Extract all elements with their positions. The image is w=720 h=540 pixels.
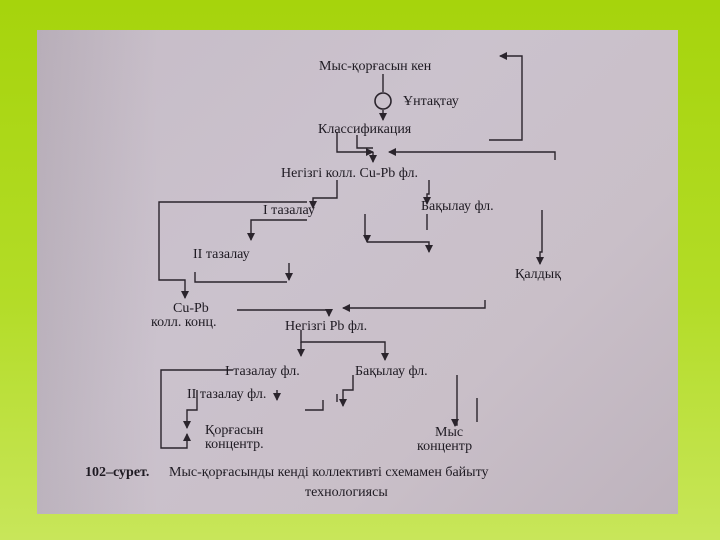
line-bulk-to-main-pb xyxy=(237,309,333,317)
line-return-to-bulk xyxy=(342,300,486,312)
node-cleaning-1: I тазалау xyxy=(263,203,315,218)
line-return-to-main xyxy=(388,148,556,160)
node-main-bulk-flotation: Негізгі колл. Cu-Pb фл. xyxy=(281,166,418,181)
node-copper-conc-line1: Мыс xyxy=(435,425,463,440)
node-ore: Мыс-қорғасын кен xyxy=(319,59,432,74)
flotation-flowsheet: Мыс-қорғасын кен Ұнтақтау Классификация … xyxy=(85,52,561,500)
node-crushing: Ұнтақтау xyxy=(403,94,459,109)
line-merge-bottom xyxy=(367,241,433,253)
node-main-pb-flotation: Негізгі Pb фл. xyxy=(285,319,367,334)
page-shadow xyxy=(37,30,157,514)
line-cleaning1-to-cleaning2 xyxy=(247,219,307,241)
line-cleaning2-back xyxy=(194,272,287,283)
line-control-to-tailings xyxy=(536,210,544,265)
node-cleaning-2: II тазалау xyxy=(193,247,250,262)
line-main-pb-to-control xyxy=(300,330,389,361)
node-bulk-conc-line1: Cu-Pb xyxy=(173,301,209,316)
node-lead-conc-line2: концентр. xyxy=(205,437,264,452)
line-class-recycle xyxy=(489,52,523,141)
node-control-flotation: Бақылау фл. xyxy=(421,199,494,214)
node-cleaning-2-fl: II тазалау фл. xyxy=(187,387,266,402)
line-lead-loop xyxy=(160,369,233,449)
line-to-bulk-conc xyxy=(158,201,307,299)
line-to-lead-conc xyxy=(183,390,198,429)
book-page-photo: Мыс-қорғасын кен Ұнтақтау Классификация … xyxy=(37,30,678,514)
node-cleaning-1-fl: I тазалау фл. xyxy=(225,364,300,379)
line-control-to-copper xyxy=(451,375,459,427)
node-bulk-conc-line2: колл. конц. xyxy=(151,315,216,330)
line-to-merge xyxy=(339,375,354,407)
flow-lines xyxy=(158,52,556,449)
line-main-to-control xyxy=(423,180,431,205)
line-class-aux xyxy=(356,135,373,149)
node-tailings: Қалдық xyxy=(515,267,561,282)
line-class-to-main xyxy=(336,132,374,156)
line-cleaning1-down xyxy=(363,214,371,243)
node-lead-conc-line1: Қорғасын xyxy=(205,423,264,438)
node-classification: Классификация xyxy=(318,122,412,137)
caption-line2: технологиясы xyxy=(305,485,388,500)
caption-number: 102–сурет. xyxy=(85,465,149,480)
node-copper-conc-line2: концентр xyxy=(417,439,472,454)
line-cleaning2-fl-side xyxy=(305,400,324,411)
line-main-to-cleaning1 xyxy=(309,180,338,209)
crushing-circle-icon xyxy=(374,92,392,110)
caption-line1: Мыс-қорғасынды кенді коллективті схемаме… xyxy=(169,465,489,480)
node-control-fl: Бақылау фл. xyxy=(355,364,428,379)
